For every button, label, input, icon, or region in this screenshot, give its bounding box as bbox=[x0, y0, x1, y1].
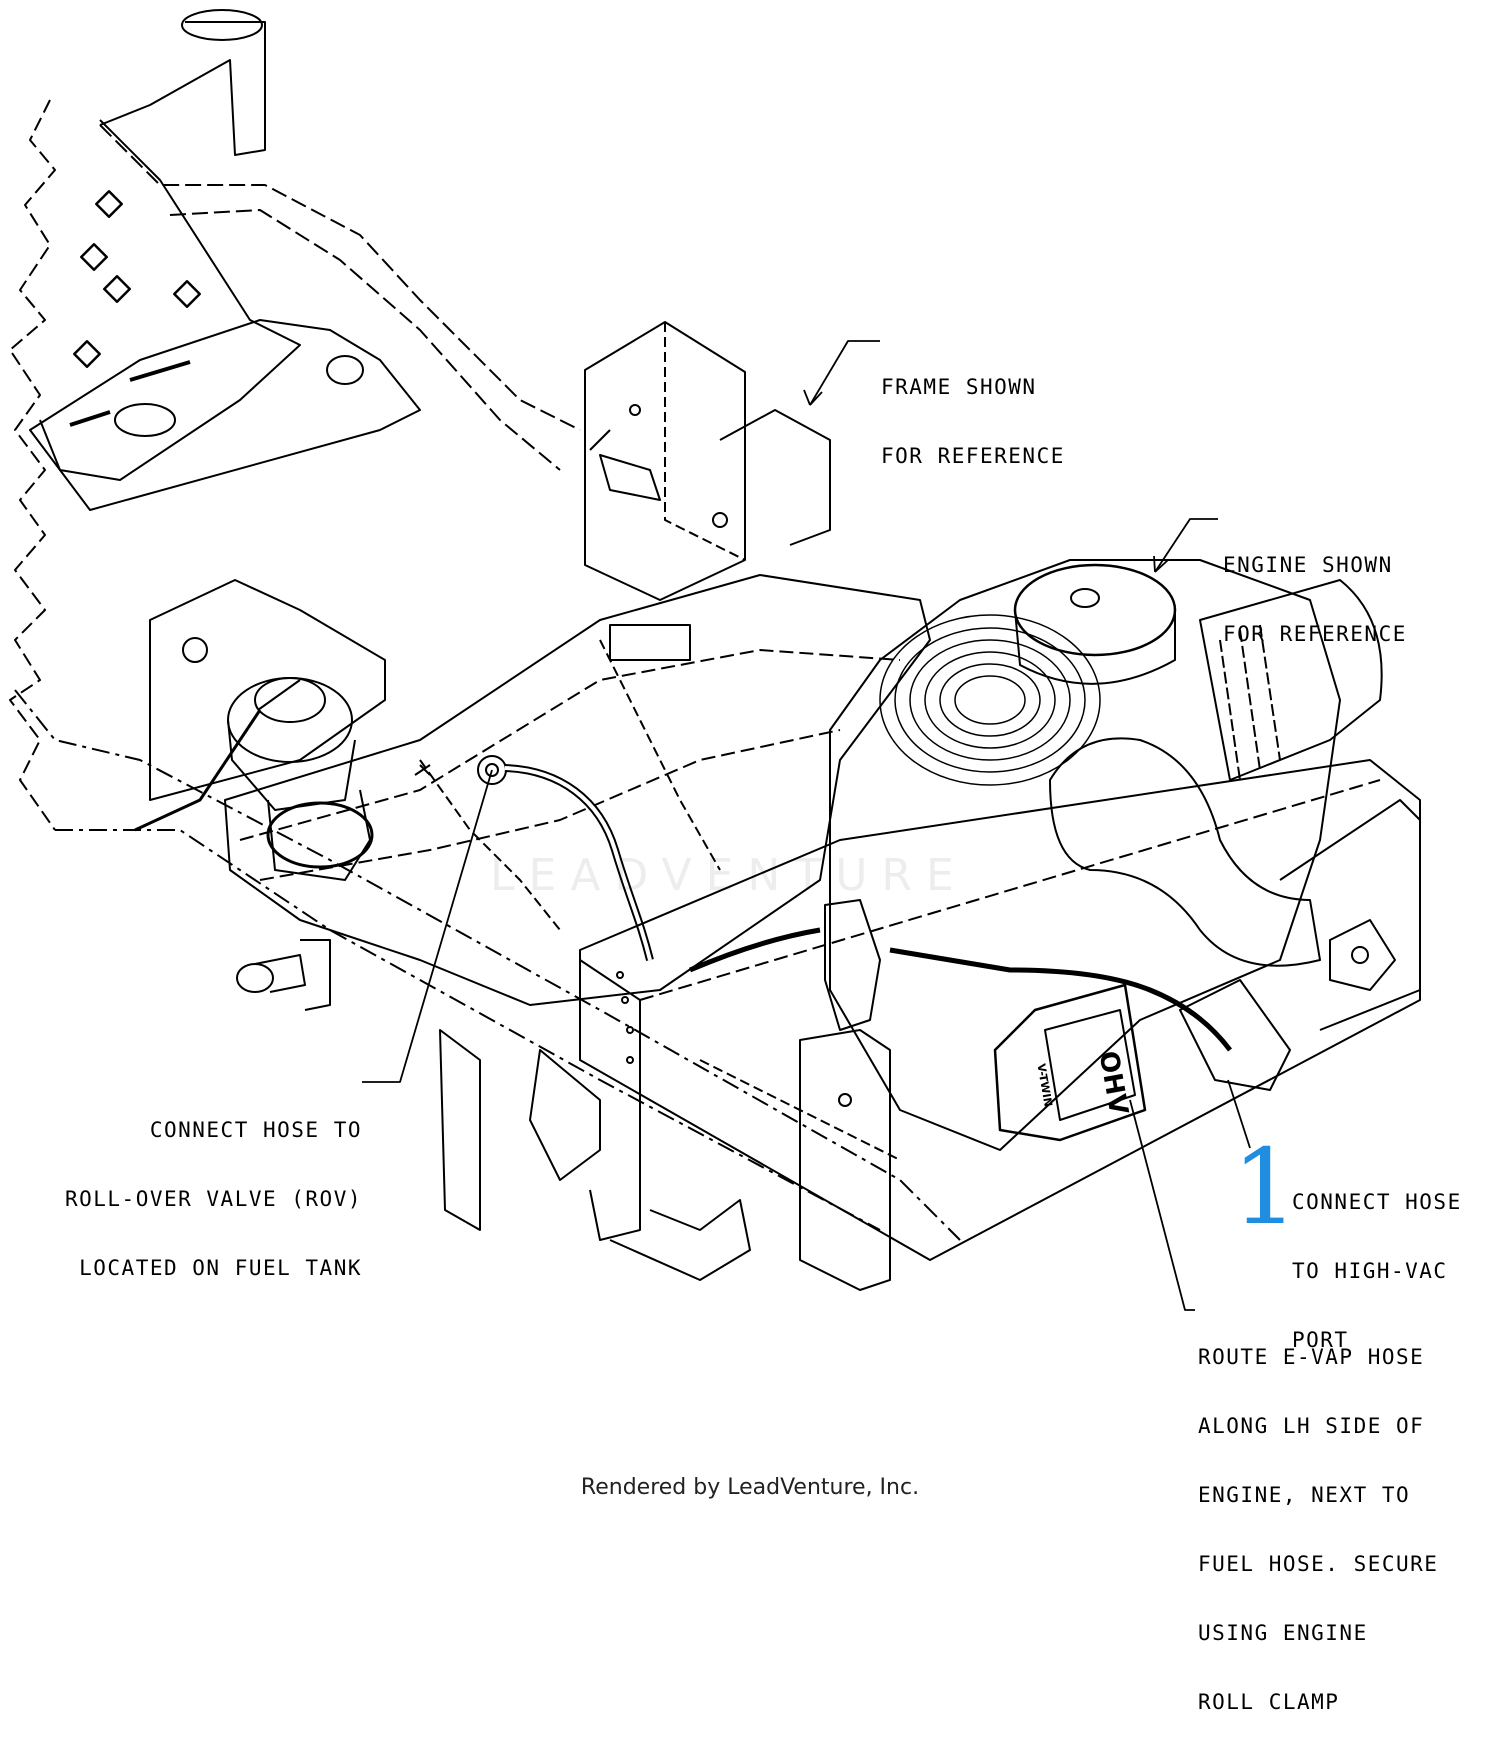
callout-rov: CONNECT HOSE TO ROLL-OVER VALVE (ROV) LO… bbox=[10, 1073, 362, 1303]
callout-frame-line: FOR REFERENCE bbox=[881, 444, 1065, 468]
callout-highvac: CONNECT HOSE TO HIGH-VAC PORT bbox=[1292, 1145, 1462, 1375]
frame-tube-opening bbox=[181, 9, 263, 41]
engine-carburetor bbox=[824, 899, 881, 1031]
callout-evap-line: FUEL HOSE. SECURE bbox=[1198, 1552, 1439, 1576]
reference-number: 1 bbox=[1232, 1126, 1299, 1248]
engine-intake bbox=[1049, 737, 1321, 967]
fuel-fitting bbox=[236, 939, 331, 1011]
callout-evap-line: ROUTE E-VAP HOSE bbox=[1198, 1345, 1425, 1369]
frame-zigzag-edge bbox=[9, 99, 56, 831]
fuel-cap-bracket bbox=[149, 579, 386, 801]
leader-lines bbox=[362, 340, 1251, 1311]
leader-highvac bbox=[1227, 1079, 1251, 1149]
leader-rov bbox=[362, 769, 493, 1083]
callout-highvac-line: PORT bbox=[1292, 1328, 1349, 1352]
frame-side-rail bbox=[14, 689, 961, 1241]
callout-engine-line: ENGINE SHOWN bbox=[1223, 553, 1393, 577]
callout-frame: FRAME SHOWN FOR REFERENCE bbox=[881, 330, 1065, 491]
callout-evap-line: ALONG LH SIDE OF bbox=[1198, 1414, 1425, 1438]
callout-engine-line: FOR REFERENCE bbox=[1223, 622, 1407, 646]
frame-bolts bbox=[73, 190, 201, 368]
engine-cylinder-right bbox=[1199, 579, 1383, 781]
engine bbox=[689, 559, 1421, 1151]
callout-engine: ENGINE SHOWN FOR REFERENCE bbox=[1223, 508, 1407, 669]
fuel-tank bbox=[134, 574, 931, 1006]
evap-hose bbox=[689, 927, 1232, 1052]
leader-engine bbox=[1154, 518, 1218, 573]
callout-evap-line: ENGINE, NEXT TO bbox=[1198, 1483, 1411, 1507]
footer-credit: Rendered by LeadVenture, Inc. bbox=[580, 1475, 920, 1500]
callout-rov-line: LOCATED ON FUEL TANK bbox=[79, 1256, 362, 1280]
leader-evap bbox=[1129, 1099, 1195, 1311]
frame bbox=[9, 9, 961, 1241]
callout-highvac-line: TO HIGH-VAC bbox=[1292, 1259, 1448, 1283]
frame-bracket-plate bbox=[39, 119, 301, 481]
frame-plate-left bbox=[29, 319, 421, 511]
engine-air-cleaner bbox=[1013, 563, 1177, 657]
watermark: LEADVENTURE bbox=[490, 850, 968, 901]
lower-bracket bbox=[609, 1199, 751, 1281]
chassis-holes bbox=[616, 971, 634, 1064]
callout-rov-line: ROLL-OVER VALVE (ROV) bbox=[64, 1187, 362, 1211]
engine-valve-cover bbox=[993, 983, 1147, 1142]
callout-rov-line: CONNECT HOSE TO bbox=[149, 1118, 362, 1142]
assembly-drawing: OHV V-TWIN bbox=[9, 9, 1421, 1311]
callout-evap-line: ROLL CLAMP bbox=[1198, 1690, 1340, 1714]
frame-rail-mid bbox=[169, 209, 561, 471]
leader-frame bbox=[809, 340, 880, 406]
seat-bracket bbox=[584, 321, 831, 601]
callout-evap-line: USING ENGINE bbox=[1198, 1621, 1368, 1645]
engine-block bbox=[829, 559, 1341, 1151]
callout-frame-line: FRAME SHOWN bbox=[881, 375, 1037, 399]
frame-rail-top bbox=[99, 124, 581, 431]
fuel-cap bbox=[227, 677, 374, 881]
callout-highvac-line: CONNECT HOSE bbox=[1292, 1190, 1462, 1214]
engine-flywheel-fins bbox=[879, 614, 1101, 786]
frame-tube-top bbox=[99, 21, 266, 156]
callout-evap: ROUTE E-VAP HOSE ALONG LH SIDE OF ENGINE… bbox=[1198, 1300, 1438, 1737]
